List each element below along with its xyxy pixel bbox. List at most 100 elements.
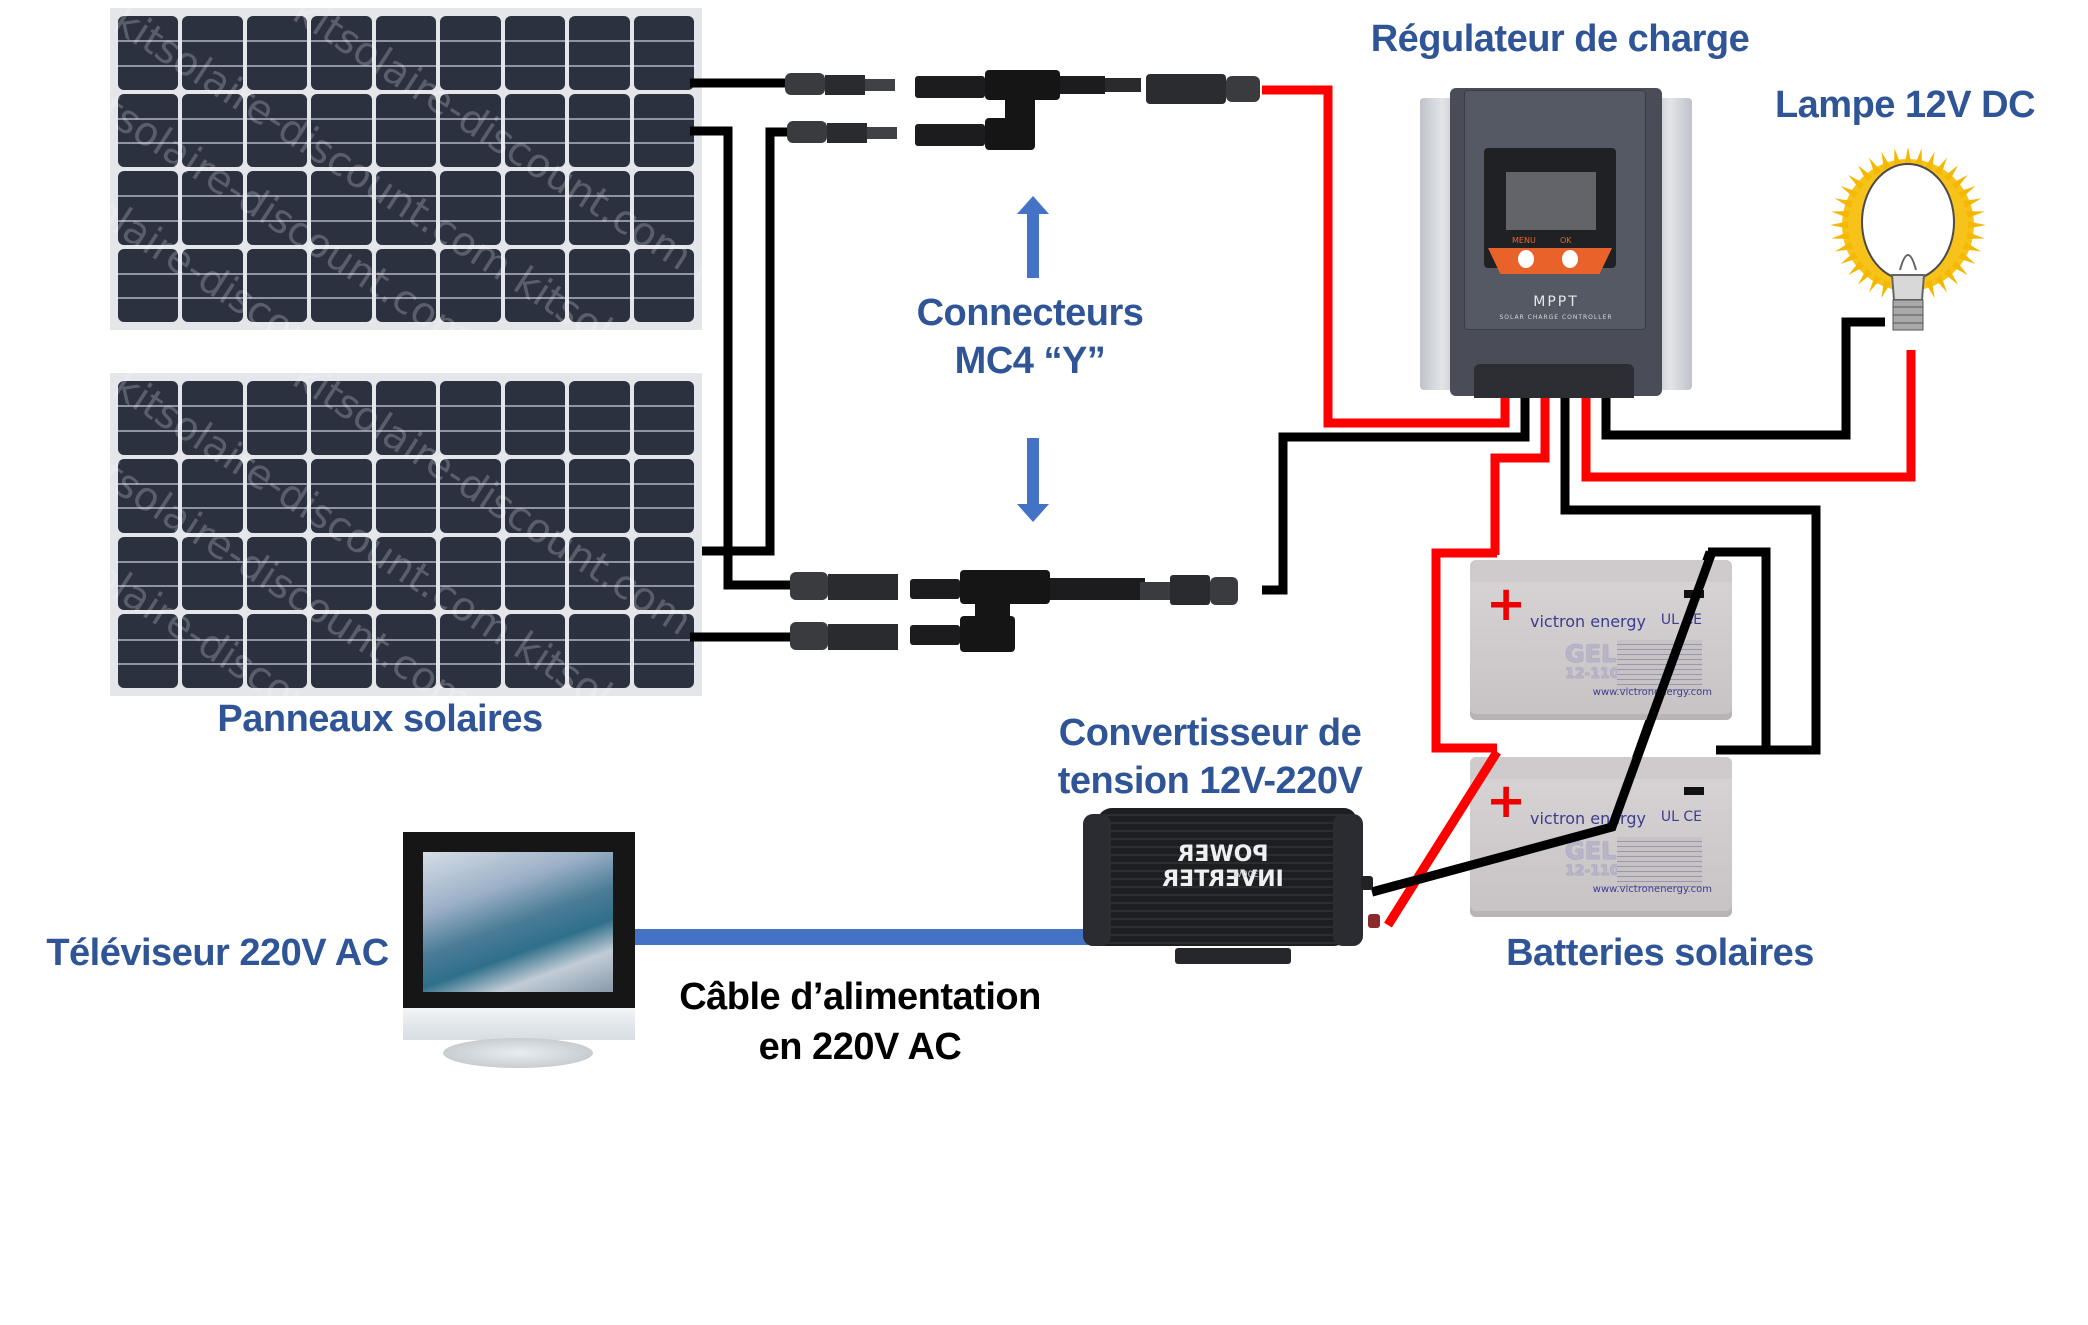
solar-cell: [182, 458, 243, 533]
tv-screen: [423, 852, 613, 992]
wire-red-battery-positive: [1490, 370, 1550, 555]
solar-cell: [246, 381, 308, 455]
light-ray: [1869, 275, 1882, 293]
solar-cell: [569, 171, 630, 245]
label-lamp: Lampe 12V DC: [1774, 84, 2036, 126]
solar-cell: [633, 614, 694, 688]
solar-cell: [440, 171, 501, 245]
battery-type: GEL: [1565, 837, 1617, 865]
solar-cell: [118, 381, 179, 455]
battery-brand: victron energy: [1530, 809, 1646, 828]
solar-cell: [246, 614, 308, 688]
positive-terminal-icon: +: [1486, 576, 1527, 632]
mc4-connector-top-left-1: [785, 73, 895, 95]
solar-cell: [440, 458, 501, 533]
solar-cell: [440, 614, 501, 688]
positive-terminal-icon: +: [1486, 773, 1527, 829]
solar-cell: [182, 536, 243, 611]
battery-certifications: UL CE: [1660, 809, 1702, 825]
solar-cell: [375, 16, 437, 90]
battery-url: www.victronenergy.com: [1592, 884, 1712, 895]
solar-cell: [182, 248, 243, 322]
controller-ok-label: OK: [1560, 236, 1572, 245]
light-ray: [1848, 174, 1865, 190]
solar-cell: [569, 16, 630, 90]
wire-red-load-positive: [1581, 350, 1916, 482]
light-bulb-icon: [1830, 147, 1986, 331]
solar-cell: [504, 536, 566, 611]
arrow-down-icon: [1017, 438, 1049, 522]
controller-menu-label: MENU: [1512, 236, 1536, 245]
battery-top: + victron energy UL CE GEL 12-110 www.vi…: [1470, 560, 1732, 720]
controller-menu-button[interactable]: [1516, 248, 1536, 270]
solar-cell: [569, 614, 630, 688]
label-converter-line2: tension 12V-220V: [1057, 760, 1363, 802]
light-ray: [1830, 221, 1849, 229]
mc4-connector-bottom-right: [1140, 575, 1238, 605]
solar-cell: [375, 248, 437, 322]
solar-cell: [182, 171, 243, 245]
inverter-rating: 300W: [1233, 870, 1260, 880]
light-ray: [1951, 174, 1968, 190]
solar-cell: [504, 614, 566, 688]
tv-base-panel: [403, 1008, 635, 1040]
solar-cell: [633, 171, 694, 245]
light-ray: [1881, 151, 1891, 170]
mc4-connector-top-left-2: [787, 121, 897, 143]
solar-cell: [504, 458, 566, 533]
inverter-end-cap-right: [1333, 814, 1363, 946]
solar-cell: [182, 93, 243, 167]
label-solar-panels: Panneaux solaires: [217, 698, 543, 740]
solar-cell: [311, 171, 372, 245]
solar-cell: [182, 614, 243, 688]
light-ray: [1963, 198, 1982, 208]
solar-cell: [311, 248, 372, 322]
battery-fine-print: [1617, 837, 1702, 887]
solar-cell: [504, 248, 566, 322]
solar-cell: [246, 93, 308, 167]
solar-cell: [504, 93, 566, 167]
light-ray: [1834, 198, 1853, 208]
solar-cell: [182, 16, 243, 90]
negative-terminal-icon: [1684, 590, 1704, 598]
wire-red-pv-positive: [1262, 85, 1510, 428]
light-ray: [1958, 251, 1976, 264]
solar-panel-bottom: kitsolaire-discount.com kitsolaire-disco…: [25, 353, 1501, 1325]
solar-cell: [633, 458, 694, 533]
light-ray: [1934, 157, 1947, 175]
power-inverter: POWER INVERTER 300W: [1083, 808, 1380, 970]
controller-terminal-block: [1474, 364, 1634, 398]
battery-type: GEL: [1565, 640, 1617, 668]
solar-cell: [569, 381, 630, 455]
label-converter-line1: Convertisseur de: [1058, 712, 1362, 754]
solar-cell: [311, 93, 372, 167]
solar-cell: [633, 248, 694, 322]
label-charge-regulator: Régulateur de charge: [1370, 18, 1750, 60]
solar-cell: [311, 536, 372, 611]
light-ray: [1840, 186, 1858, 199]
solar-cell: [311, 381, 372, 455]
battery-brand: victron energy: [1530, 612, 1646, 631]
battery-fine-print: [1617, 640, 1702, 690]
controller-ok-button[interactable]: [1560, 248, 1580, 270]
solar-cell: [246, 16, 308, 90]
solar-cell: [118, 536, 179, 611]
solar-cell: [118, 16, 179, 90]
solar-cell: [246, 458, 308, 533]
solar-cells-grid: [118, 381, 694, 688]
battery-bottom: + victron energy UL CE GEL 12-110 www.vi…: [1470, 757, 1732, 917]
label-ac-cable-line2: en 220V AC: [758, 1026, 962, 1068]
light-ray: [1943, 165, 1959, 182]
light-ray: [1934, 275, 1947, 293]
inverter-end-cap-left: [1083, 814, 1111, 946]
solar-cell: [440, 536, 501, 611]
light-ray: [1951, 260, 1968, 276]
light-ray: [1925, 280, 1935, 299]
solar-cell: [504, 381, 566, 455]
light-ray: [1963, 242, 1982, 252]
inverter-title: POWER INVERTER: [1162, 842, 1284, 892]
light-ray: [1914, 148, 1922, 167]
solar-cell: [569, 458, 630, 533]
television: [403, 832, 635, 1070]
controller-accent-strip: [1488, 248, 1612, 274]
